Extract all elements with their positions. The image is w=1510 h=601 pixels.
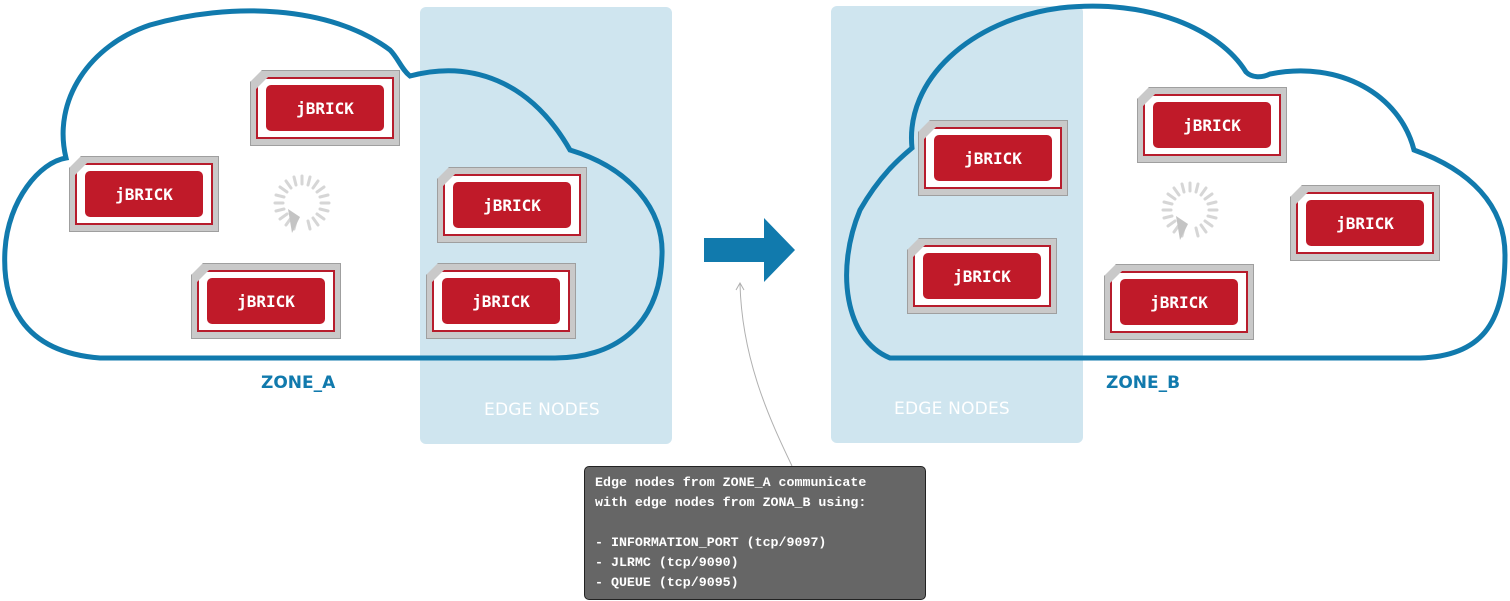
jbrick-edge-node: jBRICK (918, 120, 1068, 196)
zone-b-cloud (844, 3, 1508, 361)
note-line: Edge nodes from ZONE_A communicate (595, 475, 867, 490)
note-line: - INFORMATION_PORT (tcp/9097) (595, 535, 827, 550)
jbrick-label: jBRICK (1306, 200, 1424, 246)
jbrick-label: jBRICK (934, 135, 1052, 181)
jbrick-label: jBRICK (1120, 279, 1238, 325)
jbrick-node: jBRICK (250, 70, 400, 146)
edge-nodes-label-right: EDGE NODES (894, 399, 1010, 419)
jbrick-label: jBRICK (85, 171, 203, 217)
note-line: - JLRMC (tcp/9090) (595, 555, 739, 570)
jbrick-label: jBRICK (266, 85, 384, 131)
jbrick-node: jBRICK (69, 156, 219, 232)
edge-nodes-label-left: EDGE NODES (484, 400, 600, 420)
jbrick-label: jBRICK (1153, 102, 1271, 148)
jbrick-label: jBRICK (207, 278, 325, 324)
jbrick-edge-node: jBRICK (437, 167, 587, 243)
edge-nodes-panel-right (831, 6, 1083, 443)
spinner-icon (273, 174, 331, 233)
note-line: - QUEUE (tcp/9095) (595, 575, 739, 590)
jbrick-node: jBRICK (1290, 185, 1440, 261)
jbrick-node: jBRICK (1104, 264, 1254, 340)
jbrick-edge-node: jBRICK (426, 263, 576, 339)
note-connector (739, 283, 793, 467)
jbrick-node: jBRICK (1137, 87, 1287, 163)
jbrick-label: jBRICK (923, 253, 1041, 299)
communication-note: Edge nodes from ZONE_A communicate with e… (584, 466, 926, 600)
arrow-right-icon (704, 218, 795, 282)
jbrick-edge-node: jBRICK (907, 238, 1057, 314)
spinner-icon (1161, 181, 1219, 240)
jbrick-label: jBRICK (442, 278, 560, 324)
note-line: with edge nodes from ZONA_B using: (595, 495, 867, 510)
zone-b-label: ZONE_B (1106, 373, 1181, 393)
jbrick-label: jBRICK (453, 182, 571, 228)
jbrick-node: jBRICK (191, 263, 341, 339)
note-line (595, 513, 925, 533)
zone-a-cloud (2, 8, 665, 361)
zone-a-label: ZONE_A (261, 373, 336, 393)
